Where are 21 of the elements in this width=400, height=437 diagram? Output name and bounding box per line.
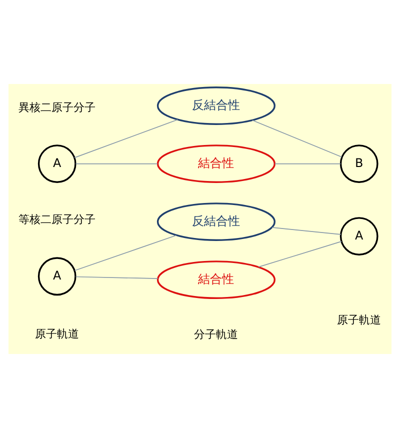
node-ellipse: 結合性 xyxy=(156,144,276,182)
label: 原子軌道 xyxy=(35,326,80,340)
connector xyxy=(74,118,178,158)
connector xyxy=(75,276,158,278)
node-circle: A xyxy=(340,216,378,255)
connector xyxy=(75,162,158,164)
node-circle: A xyxy=(38,144,76,182)
connector xyxy=(252,119,342,157)
label: 異核二原子分子 xyxy=(18,100,96,114)
node-ellipse: 反結合性 xyxy=(156,202,276,240)
connector xyxy=(274,162,342,164)
node-circle: B xyxy=(340,144,378,182)
connector xyxy=(258,240,342,267)
label: 原子軌道 xyxy=(337,313,382,326)
node-ellipse: 結合性 xyxy=(156,260,276,298)
connector xyxy=(272,226,342,234)
label: 等核二原子分子 xyxy=(18,212,96,226)
node-circle: A xyxy=(38,256,76,296)
node-ellipse: 反結合性 xyxy=(156,86,276,124)
label: 分子軌道 xyxy=(194,328,238,341)
connector xyxy=(74,234,177,270)
